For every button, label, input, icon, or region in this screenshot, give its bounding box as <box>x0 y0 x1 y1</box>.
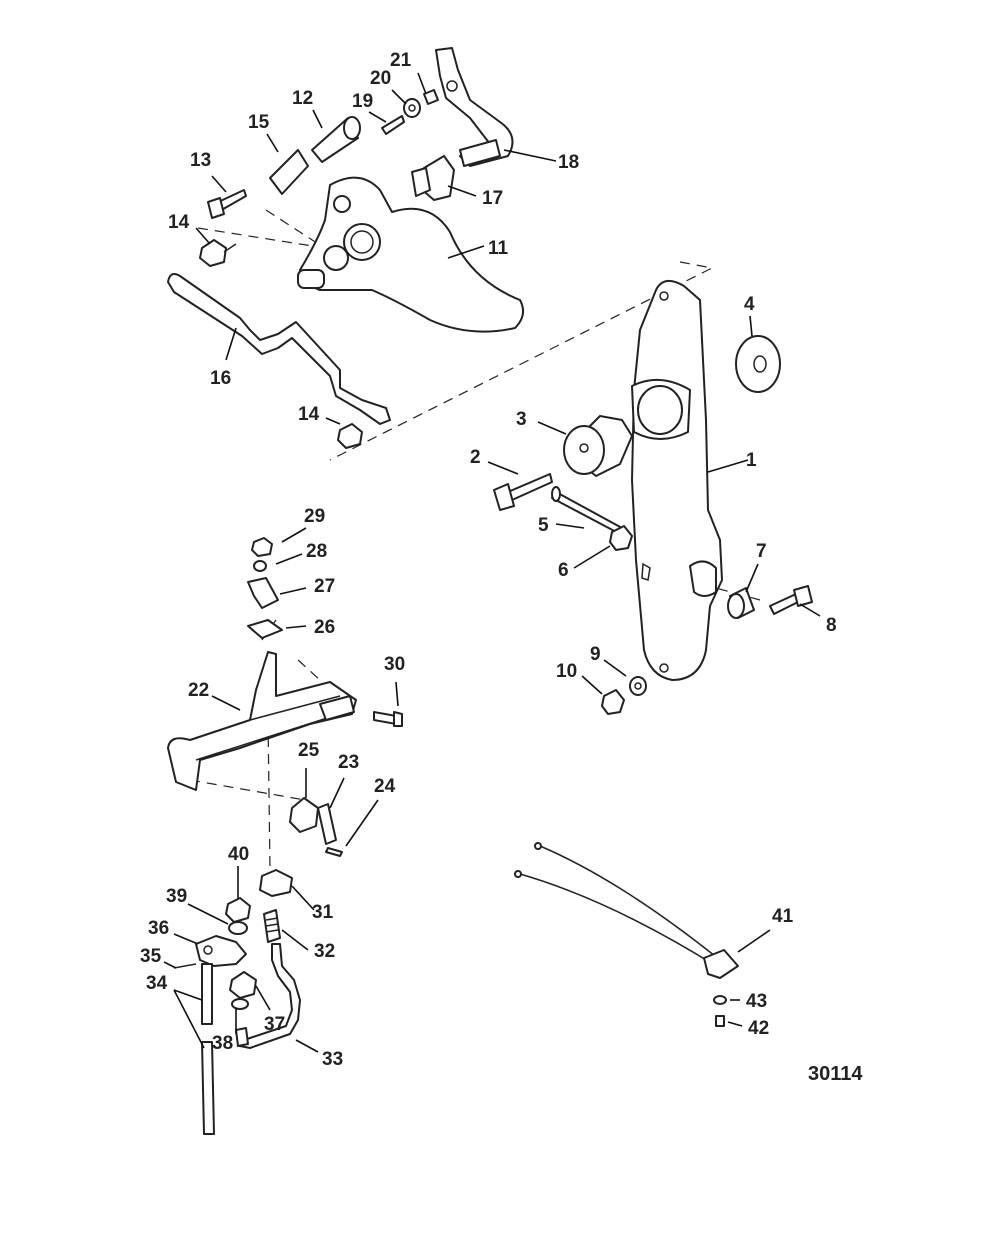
bushing-15 <box>269 149 309 195</box>
callout-20: 20 <box>370 68 391 89</box>
callout-31: 31 <box>312 902 334 923</box>
clip-27 <box>247 577 279 609</box>
bushing-37 <box>229 971 257 999</box>
screw-19 <box>381 115 405 135</box>
washer-9 <box>629 676 647 696</box>
screw-42 <box>715 1015 725 1027</box>
callout-21: 21 <box>390 50 412 71</box>
callout-36: 36 <box>148 918 169 939</box>
callout-35: 35 <box>140 946 162 967</box>
clip-21 <box>423 89 439 105</box>
callout-labels: 1 2 3 4 5 6 7 8 9 10 11 12 13 14 15 16 1… <box>140 50 863 1085</box>
bushing-3 <box>563 415 633 477</box>
spring-32 <box>263 909 281 943</box>
callout-34: 34 <box>146 973 168 994</box>
callout-43: 43 <box>746 991 767 1012</box>
washer-4 <box>735 335 781 393</box>
washer-28 <box>253 560 267 572</box>
callout-13: 13 <box>190 150 211 171</box>
callout-25: 25 <box>298 740 320 761</box>
callout-22: 22 <box>188 680 209 701</box>
link-rod-33 <box>239 943 301 1049</box>
callout-11: 11 <box>488 238 509 259</box>
screw-5 <box>551 486 623 535</box>
bolt-8 <box>769 585 813 615</box>
reference-number: 30114 <box>808 1063 863 1085</box>
callout-9: 9 <box>590 644 601 665</box>
bracket-22 <box>167 651 357 791</box>
lever-18 <box>435 47 514 167</box>
block-31 <box>259 869 293 897</box>
callout-12: 12 <box>292 88 313 109</box>
washer-39 <box>228 921 248 935</box>
callout-23: 23 <box>338 752 359 773</box>
callout-10: 10 <box>556 661 577 682</box>
nut-10 <box>601 689 625 715</box>
callout-33: 33 <box>322 1049 343 1070</box>
spacer-7 <box>727 587 755 619</box>
plate-26 <box>247 619 283 639</box>
callout-6: 6 <box>558 560 569 581</box>
screw-24 <box>325 847 343 857</box>
callout-41: 41 <box>772 906 794 927</box>
callout-38: 38 <box>212 1033 233 1054</box>
callout-14: 14 <box>168 212 190 233</box>
callout-39: 39 <box>166 886 187 907</box>
callout-2: 2 <box>470 447 481 468</box>
callout-42: 42 <box>748 1018 769 1039</box>
callout-7: 7 <box>756 541 767 562</box>
bushing-25 <box>289 797 319 833</box>
cable-harness-41 <box>514 842 739 979</box>
washer-43 <box>713 995 727 1005</box>
callout-27: 27 <box>314 576 335 597</box>
pin-18 <box>459 139 501 167</box>
callout-18: 18 <box>558 152 579 173</box>
nut-6 <box>609 525 633 551</box>
shift-rod-16 <box>167 273 391 425</box>
leader-lines <box>163 72 821 1053</box>
callout-32: 32 <box>314 941 335 962</box>
callout-16: 16 <box>210 368 231 389</box>
nut-14-upper <box>199 239 237 267</box>
nut-29 <box>251 537 273 557</box>
pedal-arm-11 <box>297 176 525 333</box>
callout-40: 40 <box>228 844 249 865</box>
callout-26: 26 <box>314 617 335 638</box>
bushing-12 <box>311 116 361 163</box>
callout-1: 1 <box>746 450 757 471</box>
callout-24: 24 <box>374 776 396 797</box>
washer-38 <box>231 998 249 1047</box>
nut-14-lower <box>337 423 363 449</box>
callout-28: 28 <box>306 541 327 562</box>
callout-37: 37 <box>264 1014 285 1035</box>
lever-36 <box>195 935 247 967</box>
plate-23 <box>317 803 337 845</box>
callout-14-lower: 14 <box>298 404 320 425</box>
shift-lever-1 <box>631 279 723 681</box>
callout-17: 17 <box>482 188 503 209</box>
screw-30 <box>373 711 403 727</box>
callout-19: 19 <box>352 91 373 112</box>
callout-5: 5 <box>538 515 549 536</box>
nut-40 <box>225 897 251 923</box>
callout-29: 29 <box>304 506 325 527</box>
washer-20 <box>403 98 421 118</box>
callout-15: 15 <box>248 112 270 133</box>
callout-3: 3 <box>516 409 527 430</box>
bolt-2 <box>493 473 553 511</box>
bushing-17 <box>411 155 455 201</box>
pin-35 <box>173 963 197 969</box>
bolt-13 <box>207 189 247 219</box>
callout-4: 4 <box>744 294 755 315</box>
callout-30: 30 <box>384 654 405 675</box>
callout-8: 8 <box>826 615 837 636</box>
shaft-34 <box>201 963 215 1135</box>
